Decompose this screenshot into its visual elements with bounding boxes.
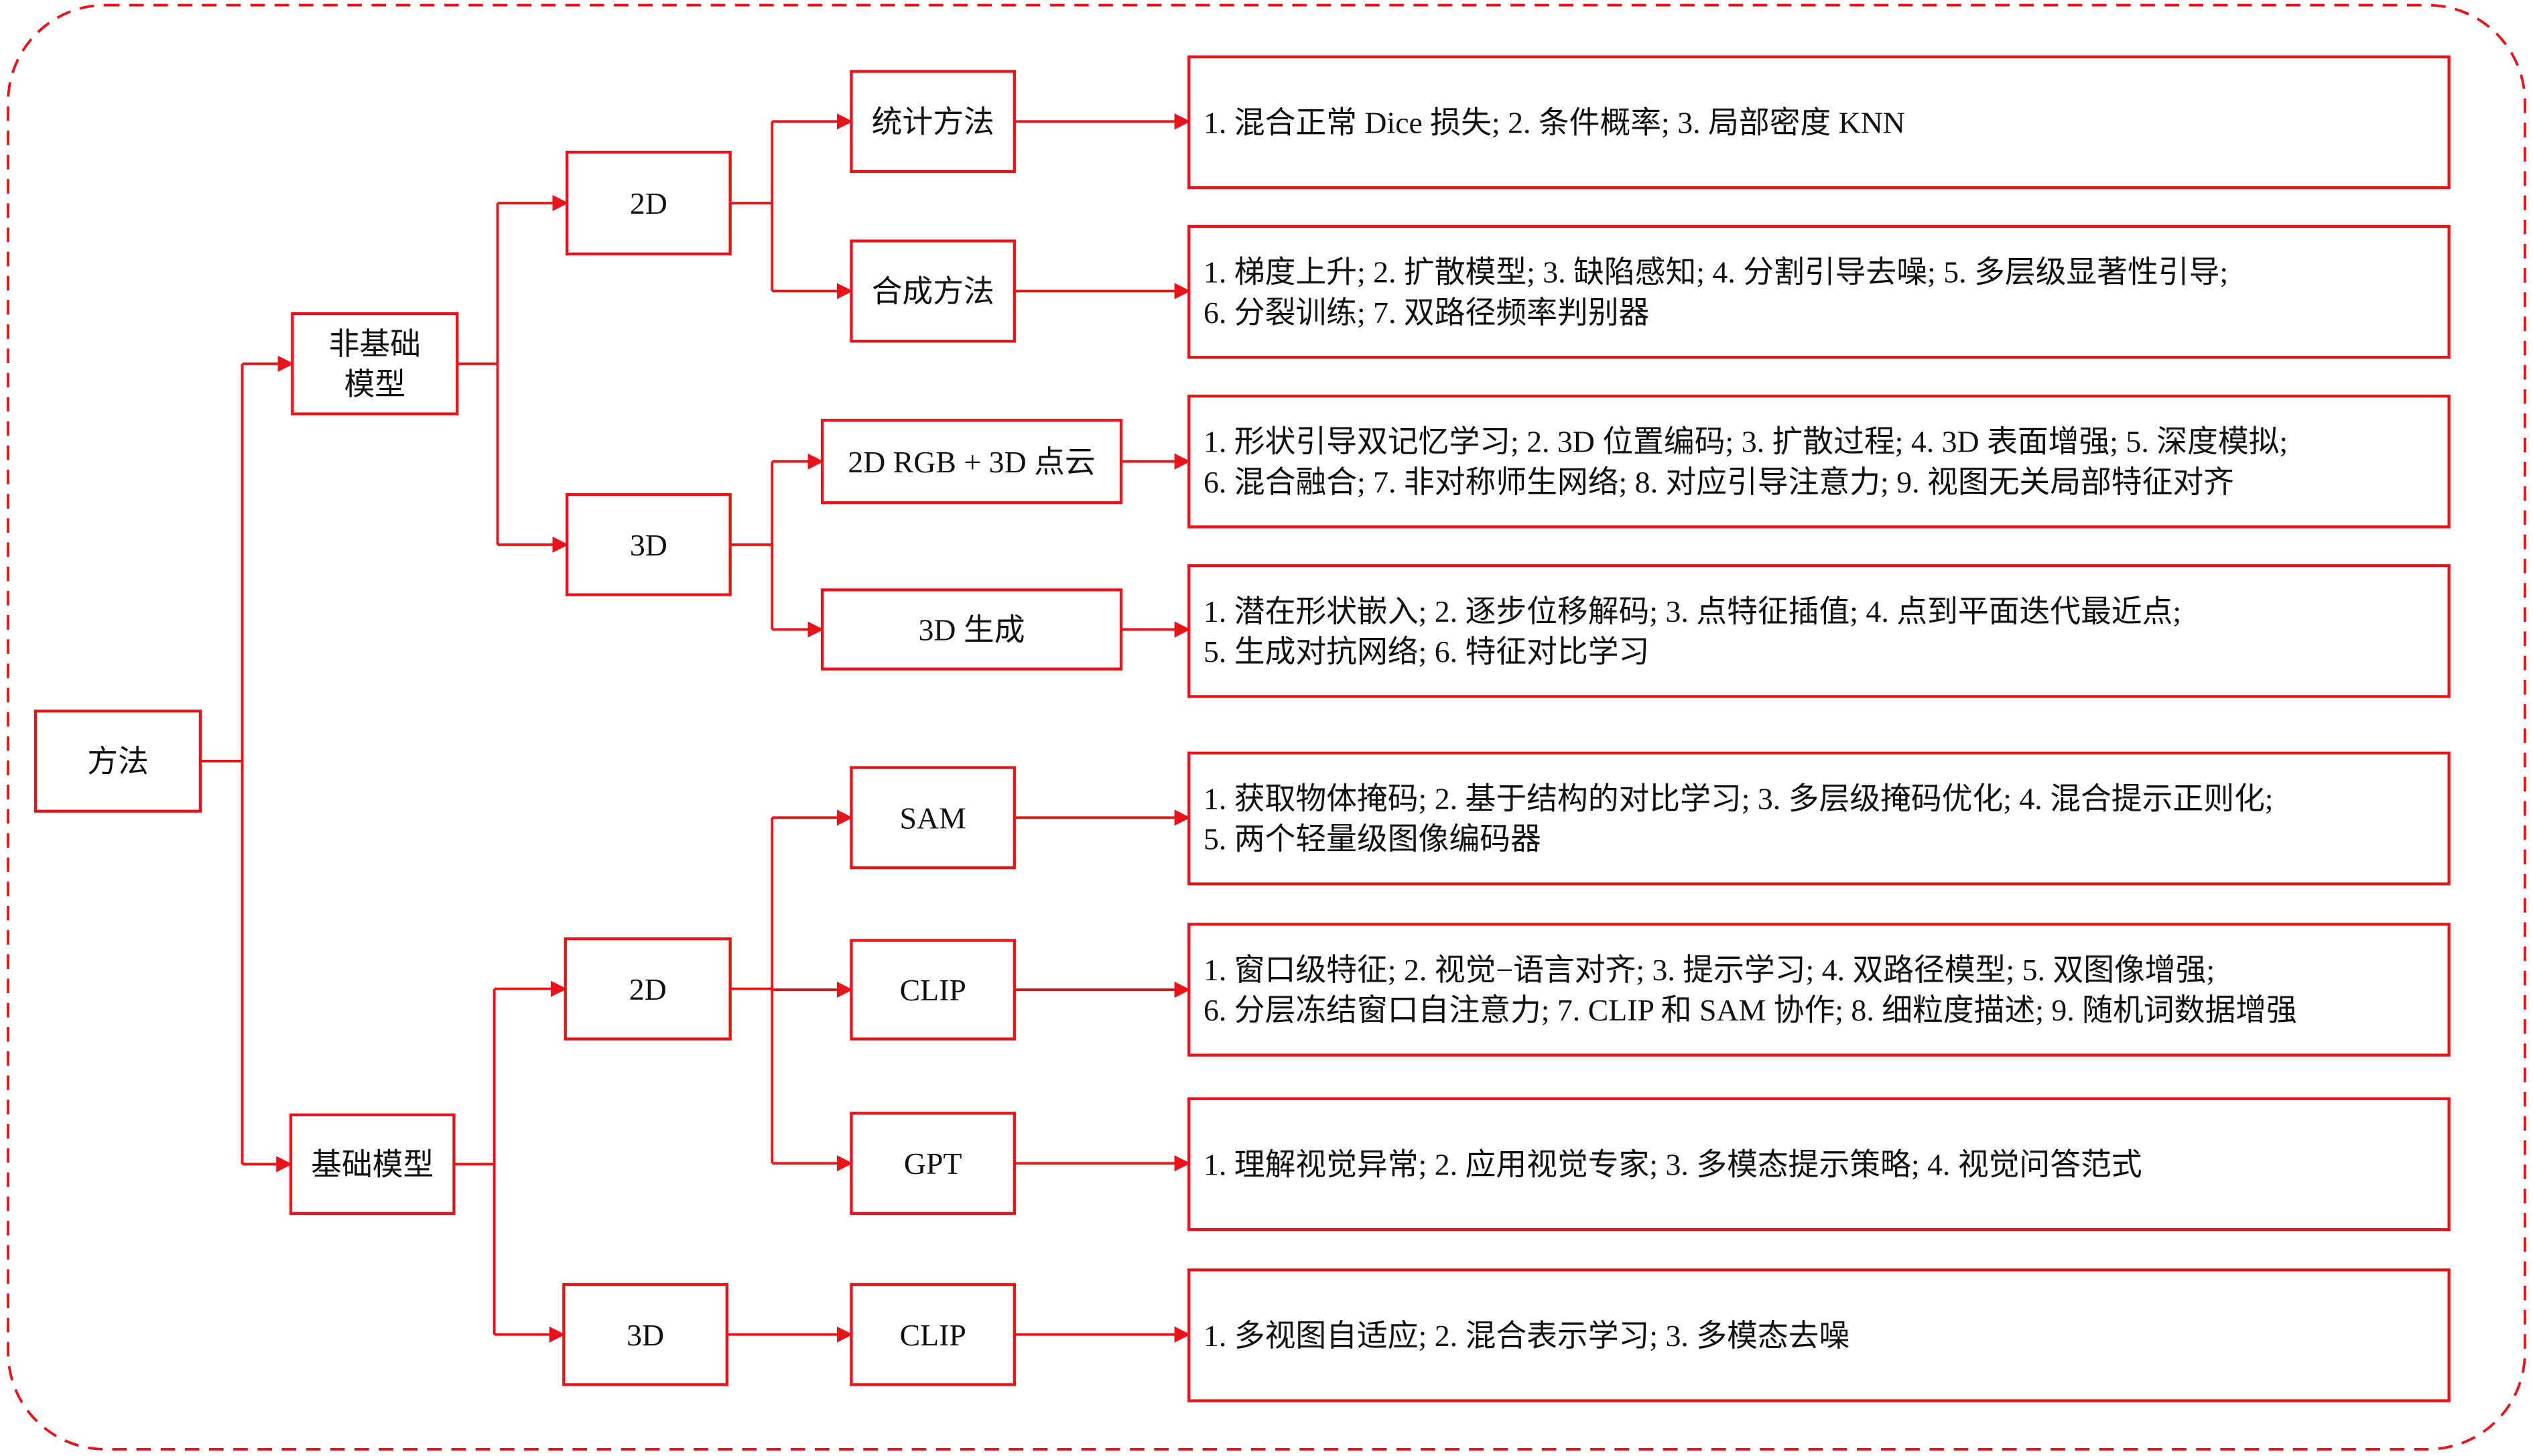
node-label: 统计方法: [872, 105, 994, 139]
node-label: 2D: [630, 186, 667, 220]
box-border: [1187, 55, 2451, 190]
node-label: 1. 理解视觉异常; 2. 应用视觉专家; 3. 多模态提示策略; 4. 视觉问…: [1204, 1147, 2142, 1181]
box-border: [562, 1282, 728, 1386]
description-box-d-gen3d: 1. 潜在形状嵌入; 2. 逐步位移解码; 3. 点特征插值; 4. 点到平面迭…: [1187, 564, 2451, 698]
node-box-f-3d: 3D: [562, 1282, 728, 1386]
box-border: [1187, 394, 2451, 529]
node-box-gpt: GPT: [850, 1112, 1017, 1215]
box-border: [850, 1282, 1017, 1386]
node-label: 2D: [629, 972, 667, 1006]
node-label: 6. 混合融合; 7. 非对称师生网络; 8. 对应引导注意力; 9. 视图无关…: [1204, 465, 2234, 499]
node-label: 3D 生成: [919, 612, 1025, 647]
node-box-nf-2d: 2D: [565, 150, 732, 256]
box-border: [850, 766, 1017, 870]
box-border: [565, 492, 732, 596]
connectors: [200, 113, 1191, 1343]
outer-dashed-border: [7, 3, 2526, 1451]
box-border: [1187, 751, 2451, 886]
node-label: 方法: [87, 744, 149, 779]
box-border: [1187, 224, 2451, 359]
description-box-d-sam: 1. 获取物体掩码; 2. 基于结构的对比学习; 3. 多层级掩码优化; 4. …: [1187, 751, 2451, 886]
node-label: 5. 两个轻量级图像编码器: [1204, 822, 1541, 856]
node-box-stat: 统计方法: [850, 70, 1017, 174]
box-border: [850, 1112, 1017, 1215]
description-box-d-synth: 1. 梯度上升; 2. 扩散模型; 3. 缺陷感知; 4. 分割引导去噪; 5.…: [1187, 224, 2451, 359]
box-border: [850, 239, 1017, 343]
box-border: [820, 419, 1123, 505]
node-box-synth: 合成方法: [850, 239, 1017, 343]
box-border: [1187, 564, 2451, 698]
box-border: [1187, 1097, 2451, 1232]
node-label: 基础模型: [311, 1147, 434, 1181]
node-box-f-2d: 2D: [564, 937, 732, 1041]
node-label: 1. 混合正常 Dice 损失; 2. 条件概率; 3. 局部密度 KNN: [1204, 106, 1905, 140]
node-label: 1. 获取物体掩码; 2. 基于结构的对比学习; 3. 多层级掩码优化; 4. …: [1204, 781, 2274, 815]
node-label: 2D RGB + 3D 点云: [848, 445, 1095, 479]
node-label: 6. 分裂训练; 7. 双路径频率判别器: [1204, 295, 1649, 330]
box-border: [565, 150, 732, 256]
node-label: SAM: [900, 801, 966, 835]
description-box-d-gpt: 1. 理解视觉异常; 2. 应用视觉专家; 3. 多模态提示策略; 4. 视觉问…: [1187, 1097, 2451, 1232]
node-label: 1. 梯度上升; 2. 扩散模型; 3. 缺陷感知; 4. 分割引导去噪; 5.…: [1204, 255, 2228, 289]
node-label: 模型: [344, 367, 405, 401]
box-border: [291, 312, 459, 415]
box-border: [1187, 923, 2451, 1057]
node-box-nf-3d: 3D: [565, 492, 732, 596]
node-label: 1. 形状引导双记忆学习; 2. 3D 位置编码; 3. 扩散过程; 4. 3D…: [1204, 425, 2288, 459]
node-label: 5. 生成对抗网络; 6. 特征对比学习: [1204, 635, 1649, 669]
box-border: [850, 70, 1017, 174]
node-label: 1. 窗口级特征; 2. 视觉−语言对齐; 3. 提示学习; 4. 双路径模型;…: [1204, 953, 2215, 987]
node-label: 6. 分层冻结窗口自注意力; 7. CLIP 和 SAM 协作; 8. 细粒度描…: [1204, 993, 2297, 1027]
node-box-clip2d: CLIP: [850, 939, 1017, 1041]
node-label: CLIP: [900, 973, 966, 1007]
node-box-sam: SAM: [850, 766, 1017, 870]
node-label: 非基础: [329, 327, 421, 361]
node-box-gen3d: 3D 生成: [820, 588, 1123, 671]
box-border: [289, 1113, 456, 1215]
node-label: 3D: [630, 528, 667, 562]
box-border: [850, 939, 1017, 1041]
box-border: [564, 937, 732, 1041]
description-box-d-clip3d: 1. 多视图自适应; 2. 混合表示学习; 3. 多模态去噪: [1187, 1268, 2451, 1402]
node-label: GPT: [904, 1146, 962, 1181]
node-label: 1. 潜在形状嵌入; 2. 逐步位移解码; 3. 点特征插值; 4. 点到平面迭…: [1204, 594, 2181, 628]
node-box-foundation: 基础模型: [289, 1113, 456, 1215]
box-border: [820, 588, 1123, 671]
node-label: 1. 多视图自适应; 2. 混合表示学习; 3. 多模态去噪: [1204, 1319, 1849, 1353]
node-label: 3D: [627, 1318, 664, 1352]
box-border: [1187, 1268, 2451, 1402]
node-box-clip3d: CLIP: [850, 1282, 1017, 1386]
description-box-d-clip2d: 1. 窗口级特征; 2. 视觉−语言对齐; 3. 提示学习; 4. 双路径模型;…: [1187, 923, 2451, 1057]
node-label: 合成方法: [872, 274, 994, 308]
node-label: CLIP: [900, 1318, 966, 1352]
description-box-d-rgb3d: 1. 形状引导双记忆学习; 2. 3D 位置编码; 3. 扩散过程; 4. 3D…: [1187, 394, 2451, 529]
node-box-root: 方法: [34, 710, 202, 813]
node-box-rgb3d: 2D RGB + 3D 点云: [820, 419, 1123, 505]
box-border: [34, 710, 202, 813]
description-box-d-stat: 1. 混合正常 Dice 损失; 2. 条件概率; 3. 局部密度 KNN: [1187, 55, 2451, 190]
